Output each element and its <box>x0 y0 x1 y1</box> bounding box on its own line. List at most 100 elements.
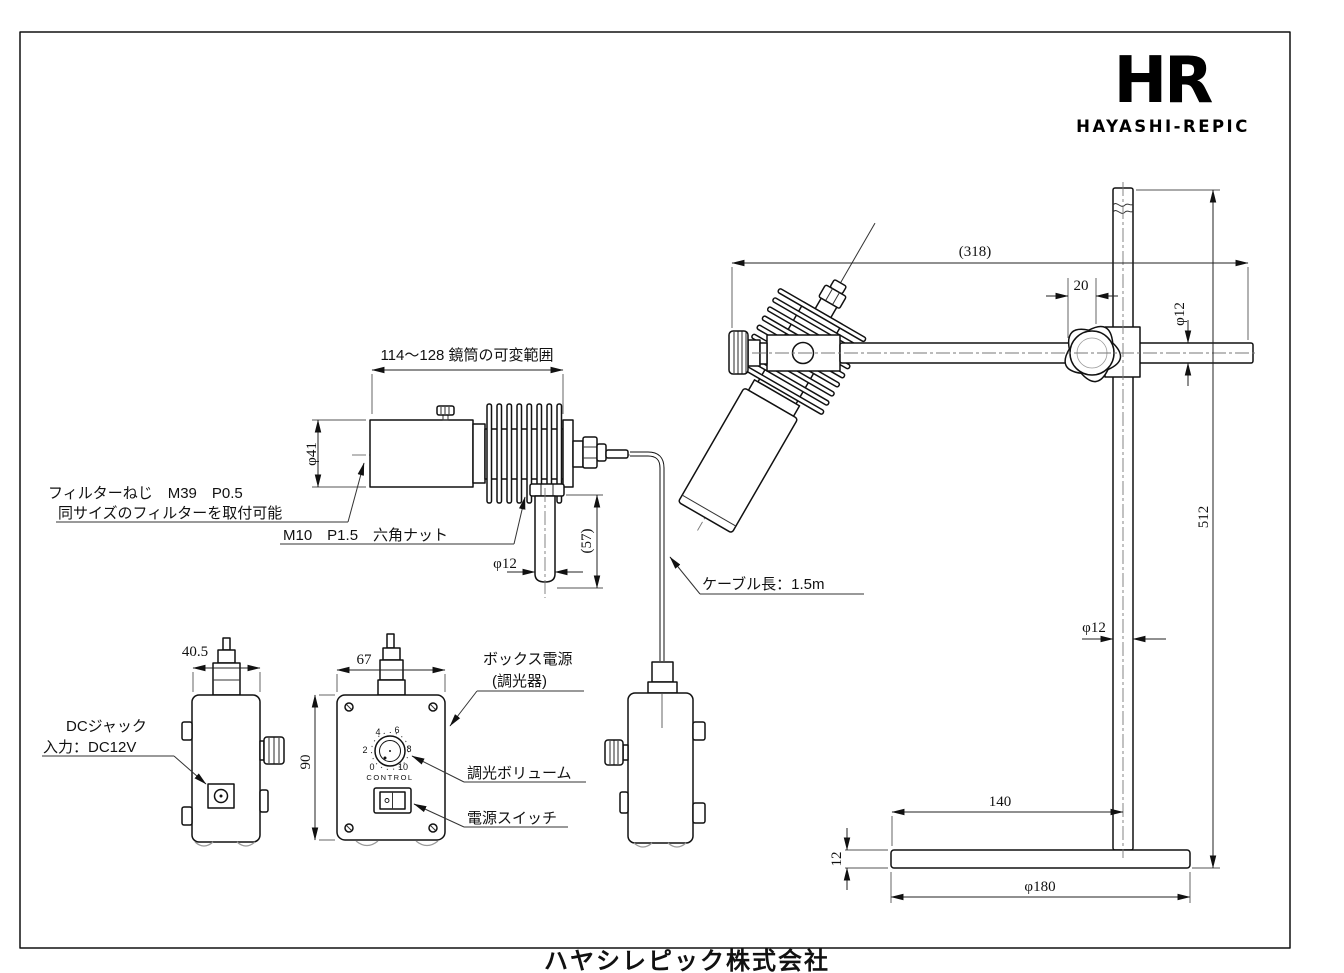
box-power-callout: ボックス電源 (調光器) <box>449 651 584 727</box>
company-name: ハヤシレピック株式会社 <box>544 947 830 973</box>
lamp-diameter-text: φ41 <box>304 442 320 466</box>
dc-jack-callout: DCジャック 入力：DC12V <box>42 718 207 785</box>
base-reach-text: 140 <box>989 794 1012 810</box>
cable-length-label: ケーブル長：1.5m <box>702 575 824 593</box>
power-switch[interactable] <box>373 787 412 814</box>
logo-hr-mark: HR <box>1114 44 1213 118</box>
dim-arm-offset: 20 <box>1046 278 1118 338</box>
dim-lamp-diameter: φ41 <box>304 419 366 488</box>
dim-arm-diameter: φ12 <box>1172 302 1192 386</box>
pole-diameter-text: φ12 <box>1082 620 1106 636</box>
scale-6: 6 <box>394 725 399 735</box>
scale-0: 0 <box>369 762 374 772</box>
dimmer-control-knob[interactable] <box>371 732 409 770</box>
dc-jack-label: DCジャック <box>66 718 147 735</box>
dim-pole-height: 512 <box>1136 189 1220 869</box>
power-box-left-side-view: 40.5 DCジャック 入力：DC12V <box>42 637 285 847</box>
dim-box-depth: 40.5 <box>182 644 261 692</box>
dim-base-diameter: φ180 <box>890 872 1191 903</box>
lamp-side-view: 114〜128 鏡筒の可変範囲 φ41 φ12 (57) フィルターねじ M3 <box>48 346 864 661</box>
head-front-ring <box>681 494 737 527</box>
base-thickness-text: 12 <box>829 852 845 867</box>
head-connector <box>813 222 876 320</box>
logo: HR HAYASHI-REPIC <box>1076 44 1250 136</box>
knob-scale: 0 2 4 6 8 10 <box>362 725 411 772</box>
box-foot <box>194 841 214 847</box>
arm-diameter-text: φ12 <box>1172 302 1188 326</box>
dim-pole-diameter: φ12 <box>1082 620 1166 643</box>
hex-nut-callout: M10 P1.5 六角ナット <box>280 496 526 545</box>
box-foot <box>236 841 256 847</box>
box-gland-front <box>377 633 406 696</box>
pole-break-mark <box>1112 203 1134 214</box>
side-knob <box>604 739 629 766</box>
control-caption: CONTROL <box>366 773 413 782</box>
barrel-range-label: 114〜128 鏡筒の可変範囲 <box>380 346 553 364</box>
box-body-left <box>191 694 261 843</box>
scale-4: 4 <box>375 727 380 737</box>
power-box-right-side-view <box>604 661 706 848</box>
lamp-barrel <box>369 419 474 488</box>
thumbscrew <box>436 405 455 421</box>
mount-tab <box>619 791 629 814</box>
filter-screw-callout: フィルターねじ M39 P0.5 同サイズのフィルターを取付可能 <box>48 462 365 523</box>
box-foot <box>667 842 687 848</box>
dim-rod-length: (57) <box>557 494 603 589</box>
side-knob <box>259 736 285 765</box>
barrel-step-ring <box>472 423 486 484</box>
box-power-sub-label: (調光器) <box>492 673 547 690</box>
dim-arm-total: (318) <box>731 244 1249 340</box>
scale-2: 2 <box>362 745 367 755</box>
box-gland-left <box>212 637 241 696</box>
box-depth-text: 40.5 <box>182 644 208 660</box>
box-body-front <box>336 694 446 841</box>
corner-screws <box>344 702 438 833</box>
hex-nut <box>529 483 565 497</box>
hex-nut-label: M10 P1.5 六角ナット <box>283 527 448 544</box>
stand-lamp-head <box>678 222 876 533</box>
mount-tab <box>181 806 193 826</box>
box-height-text: 90 <box>298 755 314 770</box>
power-box-front-view: 0 2 4 6 8 10 CONTROL 67 90 <box>298 633 586 847</box>
box-foot <box>415 840 439 847</box>
base-diameter-text: φ180 <box>1024 879 1055 895</box>
cable-length-callout: ケーブル長：1.5m <box>669 556 864 595</box>
drawing-border <box>19 31 1291 949</box>
power-switch-callout: 電源スイッチ <box>413 803 568 828</box>
mount-tab <box>692 802 706 824</box>
lamp-cable <box>630 451 665 661</box>
pole-height-text: 512 <box>1196 506 1212 529</box>
mount-tab <box>692 721 706 741</box>
stand-base <box>890 849 1191 869</box>
knob-pointer-dot <box>383 756 387 760</box>
box-width-text: 67 <box>357 652 373 668</box>
box-power-label: ボックス電源 <box>483 651 573 668</box>
heatsink-end-cap <box>562 419 574 488</box>
filter-screw-label: フィルターねじ M39 P0.5 <box>48 485 243 502</box>
filter-note-label: 同サイズのフィルターを取付可能 <box>58 505 282 522</box>
arm-offset-text: 20 <box>1074 278 1089 294</box>
box-body-right <box>627 692 694 844</box>
dimmer-volume-callout: 調光ボリューム <box>411 755 586 783</box>
dim-base-thickness: 12 <box>829 828 888 890</box>
stand-assembly: (318) 20 φ12 512 φ12 <box>678 182 1258 903</box>
dim-box-height: 90 <box>298 694 335 841</box>
rod-length-text: (57) <box>579 529 595 554</box>
mount-tab <box>259 789 269 813</box>
rod-diameter-text: φ12 <box>493 556 517 572</box>
cable-gland <box>572 436 629 469</box>
dim-box-width: 67 <box>336 652 446 692</box>
box-gland-right <box>647 661 678 694</box>
arm-total-text: (318) <box>959 244 992 260</box>
dim-barrel-range: 114〜128 鏡筒の可変範囲 <box>371 346 564 414</box>
box-foot <box>355 840 379 847</box>
logo-brand-name: HAYASHI-REPIC <box>1076 117 1250 136</box>
head-lamp-body <box>678 388 798 533</box>
dim-rod-diameter: φ12 <box>493 556 583 576</box>
scale-8: 8 <box>406 744 411 754</box>
dc-jack <box>207 783 235 809</box>
box-foot <box>633 842 653 848</box>
dc-input-label: 入力：DC12V <box>43 739 136 756</box>
